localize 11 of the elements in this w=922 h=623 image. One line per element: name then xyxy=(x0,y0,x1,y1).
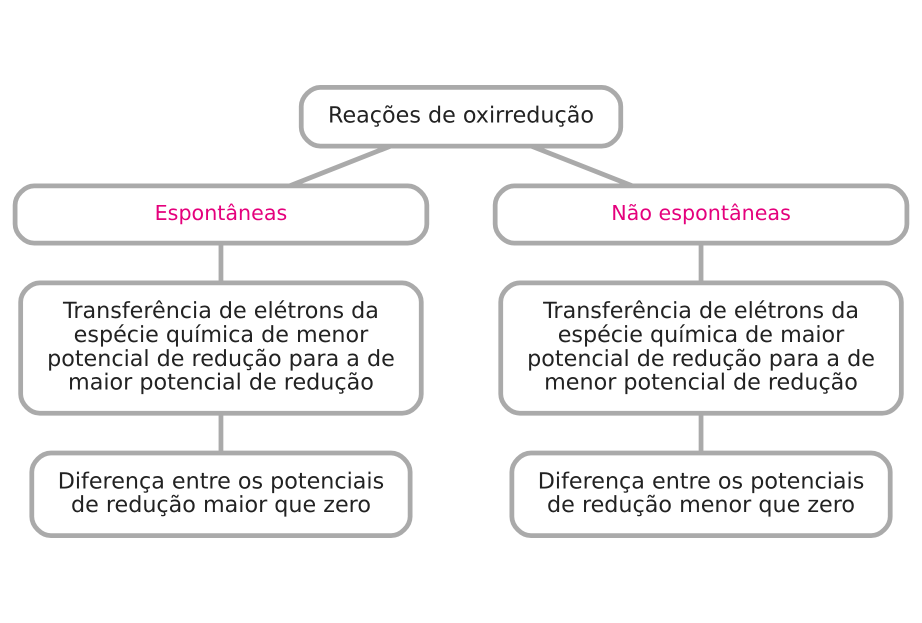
connector xyxy=(698,244,704,282)
node-box: Diferença entre os potenciais de redução menor que zero xyxy=(509,450,893,538)
node-box: Espontâneas xyxy=(12,184,430,246)
node-box: Não espontâneas xyxy=(492,184,910,246)
node-box: Reações de oxirredução xyxy=(298,84,624,149)
connector xyxy=(218,414,224,453)
node-box: Diferença entre os potenciais de redução maior que zero xyxy=(29,450,413,538)
node-box: Transferência de elétrons da espécie química de menor potencial de redução para a de maior potencial de redução xyxy=(18,280,424,416)
connector xyxy=(698,414,704,453)
node-box: Transferência de elétrons da espécie química de maior potencial de redução para a de menor potencial de redução xyxy=(498,280,904,416)
connector xyxy=(218,244,224,282)
